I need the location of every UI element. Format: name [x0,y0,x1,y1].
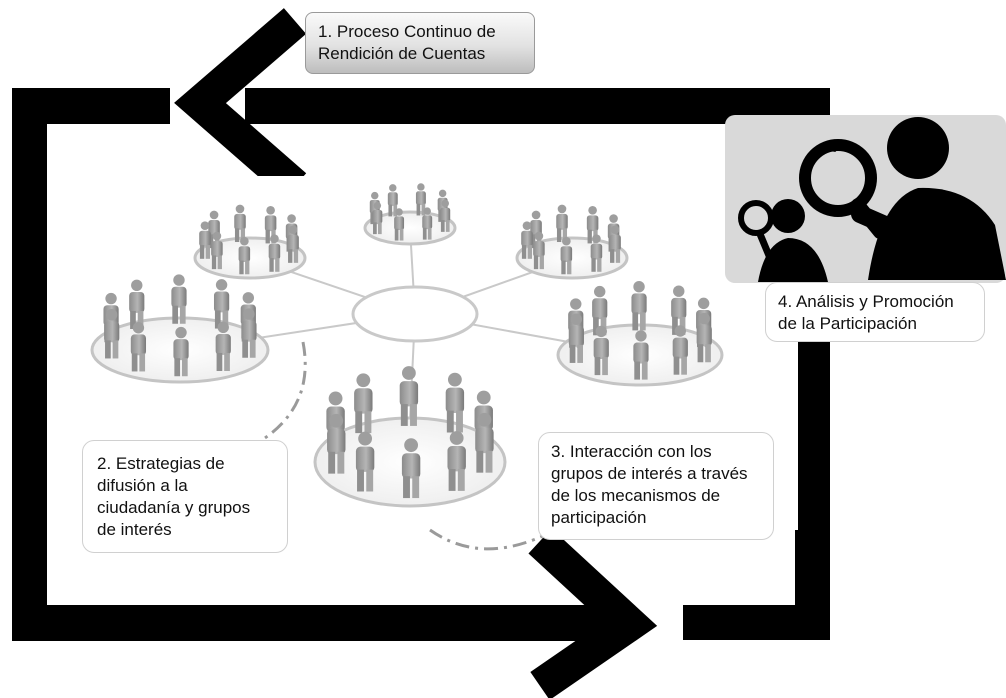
person-figure [560,236,573,275]
step-2-line: de interés [97,520,172,539]
person-figure [568,313,584,363]
person-figure [394,208,405,241]
person-figure [327,413,346,474]
person-figure [241,308,257,358]
person-figure [387,184,398,217]
step-1-line: Rendición de Cuentas [318,44,486,63]
person-figure [422,207,433,240]
person-figure [287,225,299,263]
person-figure [129,279,145,329]
person-figure [104,309,120,359]
step-4-line: 4. Análisis y Promoción [778,292,954,311]
person-figure [633,330,649,380]
frame-left-bar [12,88,47,641]
people-group [363,183,457,246]
group-ring [363,210,457,246]
person-figure [171,274,187,324]
step-1-line: 1. Proceso Continuo de [318,22,496,41]
step-2-label: 2. Estrategias de difusión a la ciudadan… [82,440,288,553]
frame-bottom-right-bar [683,605,830,640]
person-figure [475,412,494,473]
person-figure [199,221,211,259]
network-hub [351,285,479,343]
person-figure [372,201,383,235]
person-figure [609,225,621,263]
frame-bottom-bar [12,605,607,641]
person-figure [556,204,568,243]
person-figure [593,325,609,376]
person-figure [130,322,147,372]
step-3-line: 3. Interacción con los [551,442,712,461]
step-3-label: 3. Interacción con los grupos de interés… [538,432,774,540]
people-groups [90,183,724,508]
step-2-line: 2. Estrategias de [97,454,225,473]
person-figure [355,431,375,492]
step-4-line: de la Participación [778,314,917,333]
person-figure [440,199,451,232]
person-figure [401,438,421,499]
person-figure [268,234,281,272]
dashed-connector-right [429,528,546,551]
person-figure [672,325,688,375]
people-group [193,204,307,280]
person-figure [213,279,230,329]
people-group [90,274,270,384]
person-figure [215,321,231,372]
person-figure [533,231,545,270]
person-figure [447,431,466,491]
person-figure [173,326,189,377]
step-2-line: ciudadanía y grupos [97,498,251,517]
step-3-line: participación [551,508,647,527]
person-figure [445,372,465,433]
person-figure [211,231,223,270]
person-figure [696,312,712,363]
arrow-left-icon [174,8,307,199]
frame-top-left-bar [12,88,170,124]
dashed-connector-left [261,341,307,442]
person-figure [399,366,419,426]
magnifying-glass-people-icon [725,115,1006,283]
people-group [515,204,629,280]
person-figure [415,183,426,216]
step-2-line: difusión a la [97,476,188,495]
people-group [313,366,507,508]
step-4-label: 4. Análisis y Promoción de la Participac… [765,282,985,342]
step-3-line: de los mecanismos de [551,486,721,505]
people-group [556,281,724,387]
person-figure [234,204,246,243]
step-3-line: grupos de interés a través [551,464,748,483]
person-figure [590,234,603,272]
person-figure [238,236,251,275]
person-figure [521,221,533,259]
person-figure [354,373,373,434]
step-1-label: 1. Proceso Continuo de Rendición de Cuen… [305,12,535,74]
person-figure [631,281,647,331]
arrow-right-icon [528,528,658,698]
